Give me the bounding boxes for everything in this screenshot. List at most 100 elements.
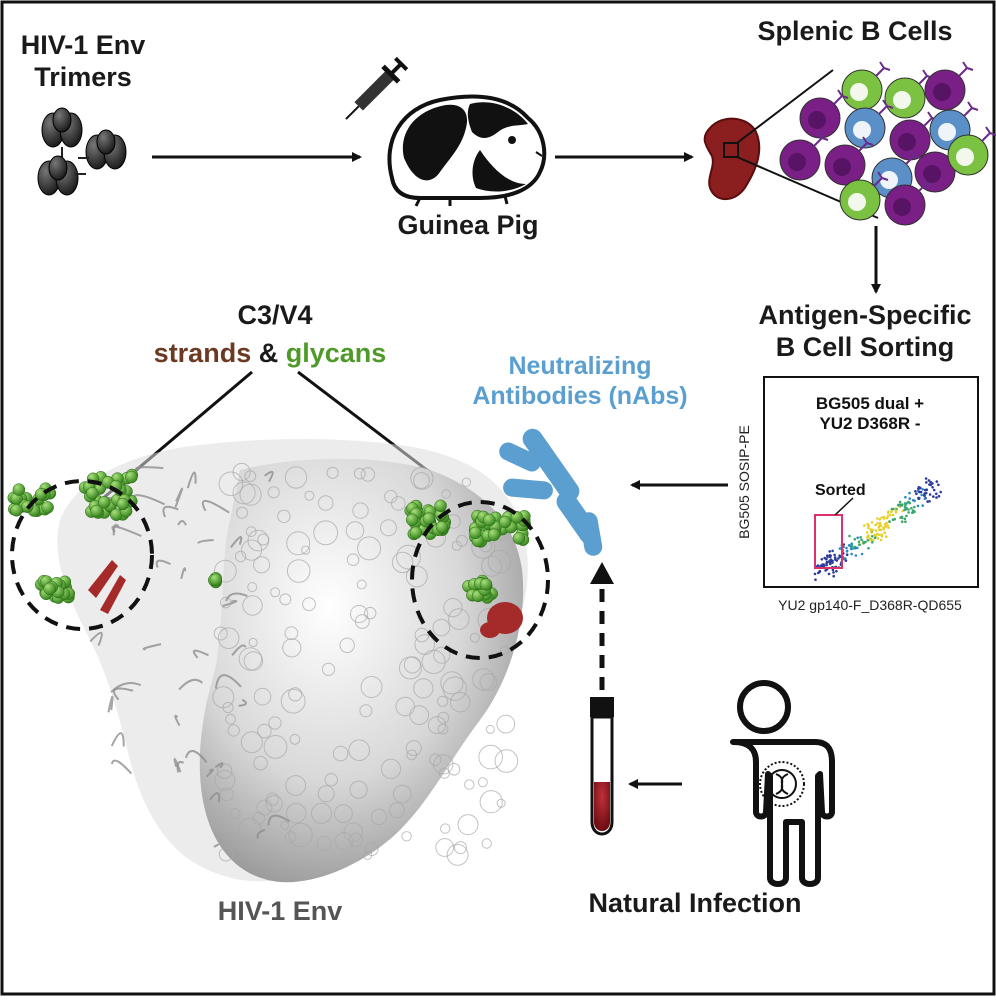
flow-event	[886, 514, 890, 518]
flow-event	[859, 536, 862, 539]
flow-event	[865, 531, 869, 534]
ribbon-segment	[192, 649, 209, 659]
surface-bump	[216, 763, 233, 780]
surface-bump	[357, 536, 382, 561]
sorting-label: Antigen-Specific B Cell Sorting	[740, 300, 990, 364]
ribbon-segment	[176, 760, 185, 773]
surface-bump	[405, 740, 422, 757]
surface-bump	[245, 526, 257, 537]
surface-bump	[265, 792, 279, 806]
b-cell	[824, 136, 874, 186]
surface-bump	[326, 466, 339, 479]
flow-event	[878, 518, 882, 521]
ribbon-segment	[197, 539, 214, 544]
ribbon-segment	[267, 814, 290, 826]
flow-event	[924, 491, 928, 495]
surface-bump	[479, 673, 498, 691]
flow-event	[825, 560, 829, 564]
flow-event	[901, 509, 904, 513]
ribbon-segment	[89, 631, 103, 646]
surface-bump	[391, 496, 406, 511]
ribbon-segment	[201, 499, 230, 514]
nabs-label: Neutralizing Antibodies (nAbs)	[435, 352, 725, 411]
surface-bump	[469, 632, 480, 643]
c3v4-highlight-right	[410, 500, 550, 660]
surface-bump	[450, 692, 471, 713]
surface-bump	[218, 471, 244, 497]
flow-gate-line1: BG505 dual +	[815, 394, 925, 413]
surface-bump	[360, 676, 383, 698]
zoom-line-top	[736, 69, 834, 144]
flow-event	[825, 563, 828, 567]
surface-bump	[284, 466, 308, 489]
surface-bump	[234, 550, 247, 563]
flow-plot-frame	[763, 376, 979, 588]
flow-event	[885, 516, 889, 520]
surface-bump	[343, 822, 364, 842]
surface-bump	[494, 749, 519, 773]
surface-bump	[364, 606, 377, 620]
flow-event	[828, 550, 831, 553]
flow-event	[826, 554, 829, 557]
surface-bump	[213, 626, 228, 641]
surface-bump	[421, 649, 446, 675]
flow-event	[848, 534, 851, 538]
flow-event	[937, 483, 940, 487]
flow-event	[904, 507, 907, 511]
surface-bump	[253, 556, 271, 574]
sort-gate	[814, 514, 843, 569]
glycan-sphere	[479, 578, 493, 591]
flow-event	[850, 542, 853, 545]
surface-bump	[284, 626, 299, 641]
surface-bump	[279, 593, 292, 606]
flow-event	[923, 488, 927, 492]
ribbon-segment	[238, 698, 247, 707]
flow-event	[833, 553, 836, 557]
surface-bump	[286, 803, 307, 824]
flow-event	[863, 524, 866, 527]
ribbon-segment	[222, 599, 238, 607]
surface-bump	[479, 790, 503, 814]
ribbon-segment	[155, 559, 171, 568]
flow-event	[905, 514, 908, 518]
surface-bump	[398, 656, 422, 680]
flow-event	[908, 491, 911, 495]
natural-infection-label: Natural Infection	[588, 888, 802, 918]
ribbon-segment	[113, 687, 134, 701]
surface-bump	[334, 804, 353, 823]
surface-bump	[429, 753, 442, 766]
surface-bump	[263, 735, 288, 759]
flow-event	[880, 516, 883, 519]
glycan-sphere	[422, 512, 436, 525]
flow-event	[935, 492, 938, 496]
surface-bump	[438, 767, 450, 779]
flow-event	[870, 535, 874, 538]
flow-event	[866, 522, 869, 526]
flow-event	[818, 570, 821, 574]
b-cell	[844, 99, 894, 149]
surface-bump	[457, 814, 479, 836]
flow-event	[837, 557, 840, 560]
surface-bump	[353, 467, 366, 480]
surface-bump	[433, 754, 454, 775]
surface-bump	[247, 582, 258, 593]
flow-event	[878, 528, 881, 532]
flow-event	[903, 517, 907, 521]
flow-event	[918, 486, 922, 490]
surface-bump	[380, 758, 402, 780]
ribbon-segment	[107, 695, 114, 713]
surface-bump	[478, 744, 504, 770]
flow-event	[898, 503, 901, 506]
flow-event	[867, 546, 870, 550]
surface-bump	[270, 587, 281, 598]
flow-event	[831, 561, 834, 564]
flow-event	[923, 493, 926, 497]
surface-bump	[433, 646, 451, 664]
ribbon-segment	[178, 678, 203, 691]
surface-bump	[253, 755, 268, 771]
ribbon-segment	[214, 674, 242, 689]
flow-event	[937, 494, 941, 498]
ribbon-segment	[230, 536, 243, 548]
ribbon-segment	[256, 829, 266, 840]
glycan-sphere	[487, 528, 501, 541]
